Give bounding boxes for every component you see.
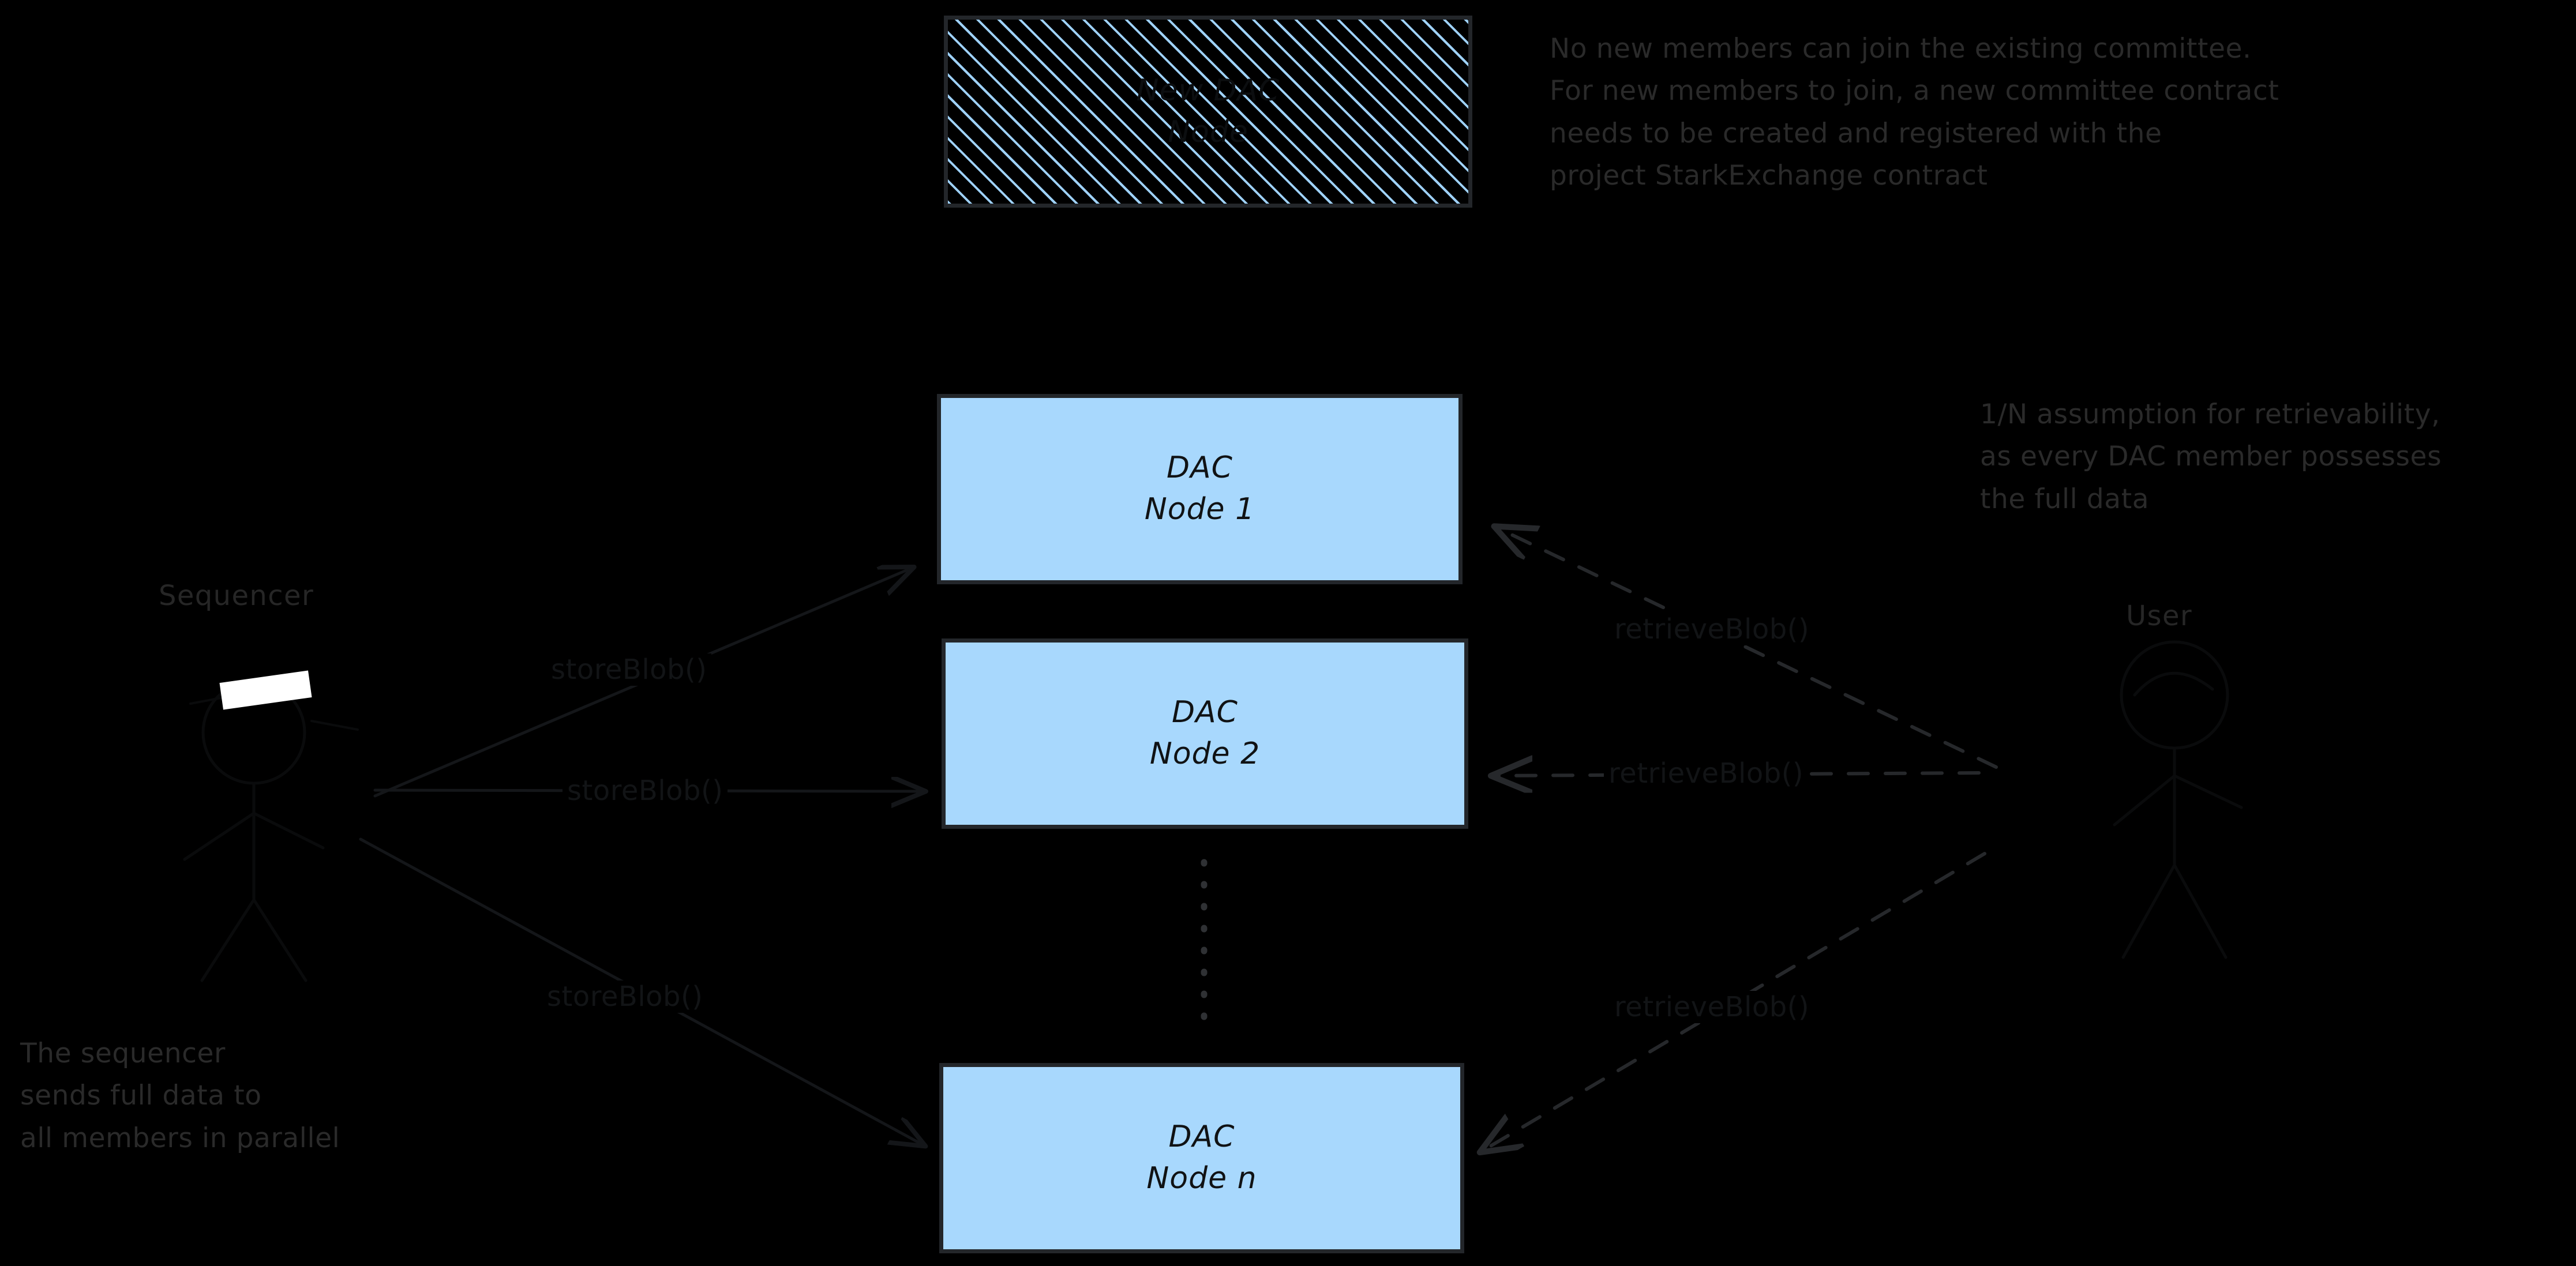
new-dac-node-line2: Node — [1168, 114, 1248, 149]
dac-node-1-line1: DAC — [1167, 450, 1233, 486]
store-blob-label-1: storeBlob() — [546, 653, 712, 686]
user-label: User — [2126, 600, 2193, 632]
dac-node-n-line1: DAC — [1168, 1120, 1235, 1155]
store-blob-label-3: storeBlob() — [542, 981, 708, 1013]
committee-note: No new members can join the existing com… — [1550, 33, 2279, 191]
retrieve-blob-label-1: retrieveBlob() — [1610, 613, 1814, 645]
retrieve-blob-label-3: retrieveBlob() — [1610, 991, 1814, 1023]
dac-node-2-line1: DAC — [1172, 695, 1238, 730]
sequencer-label: Sequencer — [159, 580, 314, 612]
new-dac-node-line1: New DAC — [1136, 73, 1280, 108]
new-dac-node-box[interactable]: New DAC Node — [944, 16, 1472, 208]
retrieve-blob-label-2: retrieveBlob() — [1604, 757, 1809, 790]
dac-node-2-box[interactable]: DAC Node 2 — [942, 638, 1468, 829]
retrievability-note: 1/N assumption for retrievability, as ev… — [1980, 399, 2442, 515]
retrieve-arrow-noden — [1483, 852, 1986, 1151]
user-figure — [2113, 640, 2243, 959]
sequencer-note: The sequencer sends full data to all mem… — [20, 1038, 340, 1154]
dac-node-1-line2: Node 1 — [1144, 492, 1255, 527]
store-blob-label-2: storeBlob() — [563, 775, 728, 807]
dac-node-1-box[interactable]: DAC Node 1 — [937, 394, 1463, 584]
dac-node-2-line2: Node 2 — [1149, 737, 1261, 771]
dac-node-n-line2: Node n — [1146, 1161, 1257, 1196]
sequencer-figure — [183, 680, 325, 982]
retrieve-arrow-node1 — [1497, 528, 1998, 769]
dac-node-n-box[interactable]: DAC Node n — [939, 1063, 1464, 1253]
